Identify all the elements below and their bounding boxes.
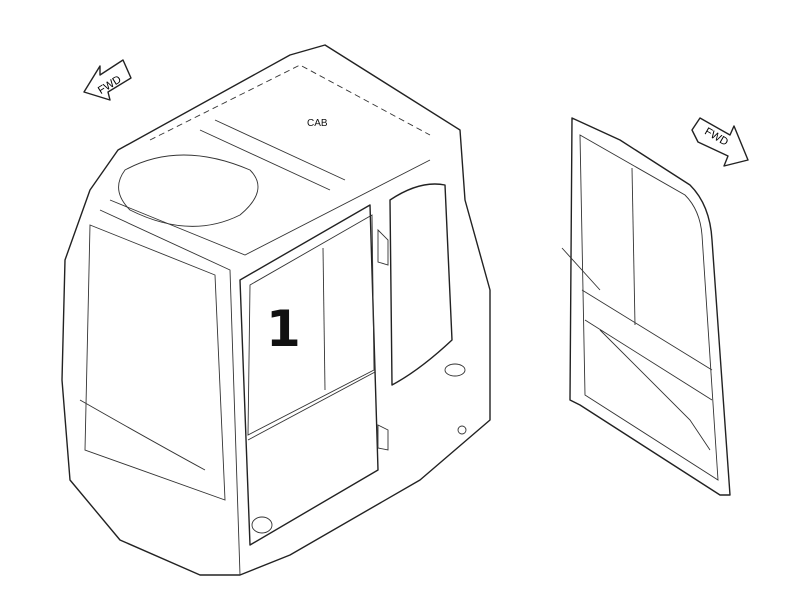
fwd-text-left: FWD <box>96 73 124 96</box>
fwd-text-right: FWD <box>702 126 730 149</box>
callout-number: 1 <box>266 300 301 358</box>
fwd-arrow-right-icon: FWD <box>691 117 749 167</box>
fwd-arrow-left-icon: FWD <box>83 59 132 101</box>
cab-label: CAB <box>307 118 328 129</box>
door-assembly <box>561 117 731 496</box>
cab-body <box>61 44 491 576</box>
